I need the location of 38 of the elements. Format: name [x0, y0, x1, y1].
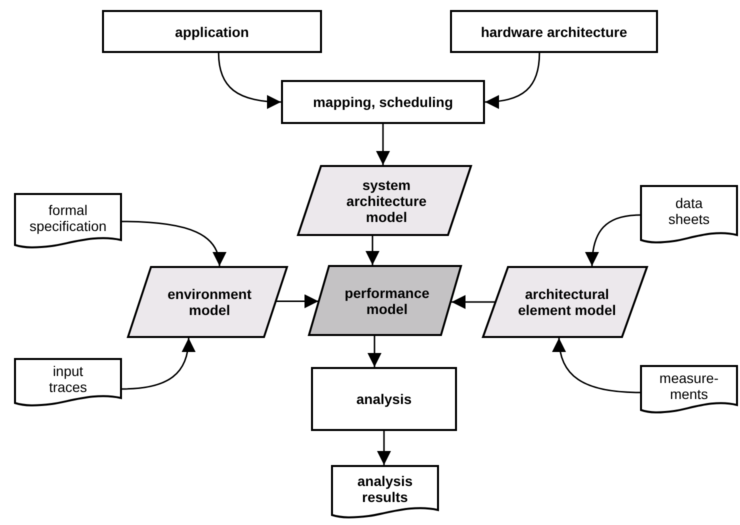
arrow [366, 236, 380, 265]
process-box [311, 367, 457, 431]
arrow [452, 295, 495, 309]
arrow [122, 220, 226, 266]
document-shape [640, 365, 738, 415]
node-label: input traces [48, 363, 88, 395]
node-label: architectural element model [517, 286, 617, 318]
node-label: formal specification [28, 202, 108, 234]
document-shape [14, 358, 122, 408]
node-label: data sheets [667, 195, 711, 227]
document-shape [331, 465, 439, 520]
node-label: analysis results [356, 472, 414, 504]
node-label: hardware architecture [480, 24, 628, 40]
arrow [586, 214, 640, 266]
data-parallelogram [127, 266, 288, 338]
arrow [218, 52, 282, 109]
arrow [484, 52, 540, 109]
process-box [281, 80, 485, 124]
data-parallelogram [482, 266, 648, 338]
arrow [368, 336, 382, 367]
process-box [450, 10, 658, 53]
arrow [376, 124, 390, 165]
arrow [377, 431, 391, 465]
node-label: application [175, 24, 249, 40]
document-shape [640, 185, 738, 245]
arrow [552, 338, 640, 394]
arrow [276, 294, 318, 308]
data-parallelogram [308, 265, 462, 336]
node-label: analysis [356, 391, 412, 407]
node-label: measure- ments [658, 370, 720, 402]
node-label: system architecture model [345, 176, 428, 224]
node-label: performance model [344, 284, 430, 316]
document-shape [14, 193, 122, 250]
process-box [102, 10, 322, 53]
node-label: mapping, scheduling [312, 94, 453, 110]
node-label: environment model [166, 286, 252, 318]
data-parallelogram [297, 165, 472, 236]
arrow [122, 338, 195, 390]
